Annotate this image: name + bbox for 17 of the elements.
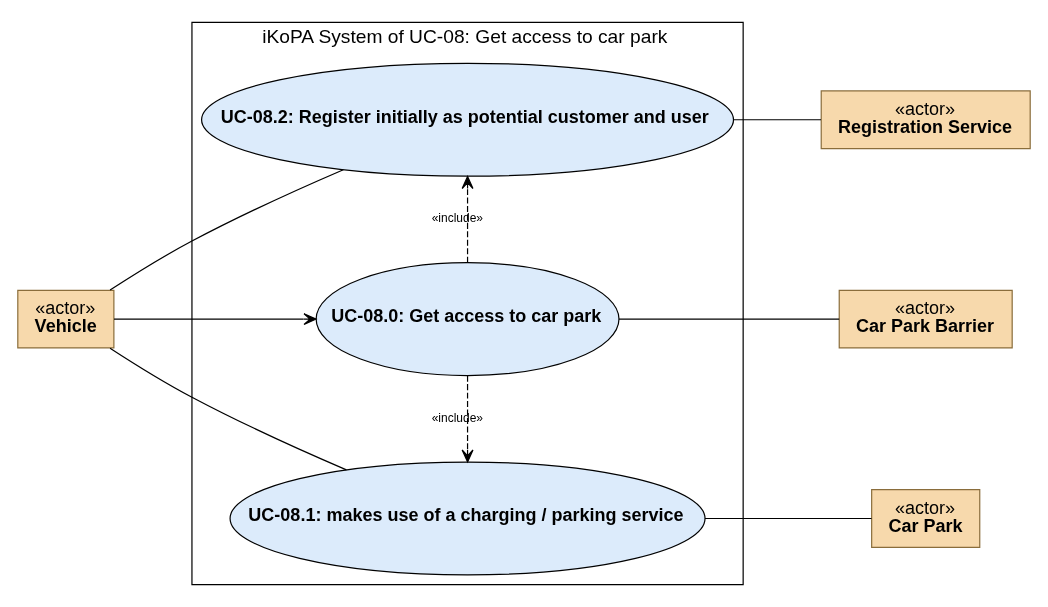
node-box: «actor» Car Park bbox=[871, 489, 981, 548]
connector bbox=[733, 119, 822, 121]
edge-label: «include» bbox=[431, 410, 484, 425]
node-ellipse: UC-08.1: makes use of a charging / parking service bbox=[229, 461, 706, 576]
node-box: «actor» Registration Service bbox=[820, 90, 1031, 150]
connector bbox=[109, 169, 344, 291]
arrow bbox=[461, 375, 474, 463]
edge-label: «include» bbox=[431, 211, 484, 226]
connector bbox=[109, 347, 347, 471]
arrow bbox=[113, 313, 317, 326]
node-ellipse: UC-08.2: Register initially as potential customer and user bbox=[201, 62, 735, 177]
connector bbox=[704, 517, 873, 520]
node-ellipse: UC-08.0: Get access to car park bbox=[315, 262, 620, 377]
connector bbox=[618, 318, 840, 320]
node-box: «actor» Vehicle bbox=[17, 289, 115, 349]
node-box: «actor» Car Park Barrier bbox=[838, 289, 1013, 349]
arrow bbox=[461, 175, 474, 264]
